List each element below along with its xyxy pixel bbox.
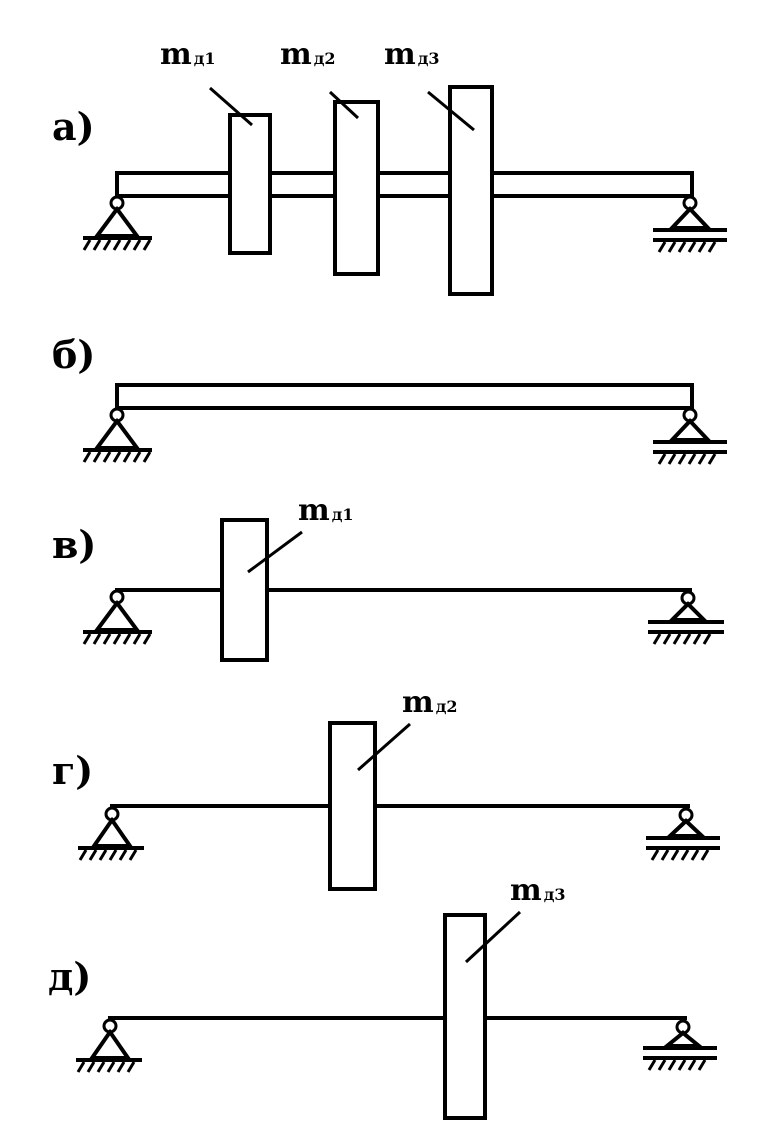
leader-line-1 xyxy=(209,86,253,127)
pinned-support-left xyxy=(82,407,152,463)
leader-line-1 xyxy=(247,530,303,574)
panel-letter-v: в) xyxy=(52,522,96,567)
leader-line-2 xyxy=(328,90,360,120)
panel-letter-g: г) xyxy=(52,748,93,793)
pinned-support-left xyxy=(76,1018,142,1073)
roller-support-right xyxy=(653,407,727,465)
pinned-support-left xyxy=(82,589,152,645)
disk-mass-1 xyxy=(228,113,272,255)
roller-support-right xyxy=(643,1019,717,1071)
roller-support-right xyxy=(648,590,724,645)
disk-mass-2 xyxy=(328,721,377,891)
disk-mass-3 xyxy=(448,85,494,296)
disk-mass-1 xyxy=(220,518,269,662)
leader-line-2 xyxy=(357,722,411,772)
roller-support-right xyxy=(646,807,720,861)
pinned-support-left xyxy=(78,806,144,861)
disk-mass-2 xyxy=(333,100,380,276)
panel-letter-d: д) xyxy=(48,954,91,999)
disk-mass-3 xyxy=(443,913,487,1120)
panel-letter-b: б) xyxy=(52,332,95,377)
pinned-support-left xyxy=(82,195,152,251)
panel-b: б) xyxy=(52,332,727,465)
panel-letter-a: а) xyxy=(52,104,95,149)
leader-line-3 xyxy=(427,90,475,132)
roller-support-right xyxy=(653,195,727,253)
leader-line-3 xyxy=(464,910,522,964)
